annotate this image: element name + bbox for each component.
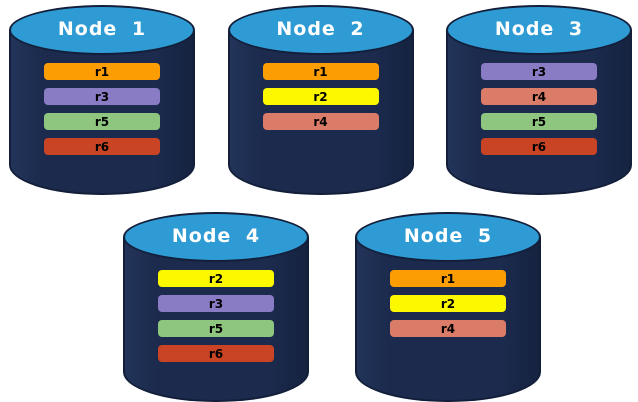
node-cylinder-1: Node 1 r1 r3 r5 r6 xyxy=(9,5,195,195)
replica-list: r1 r2 r4 xyxy=(355,270,541,337)
cylinder-body xyxy=(123,237,309,402)
replica-bar-r1: r1 xyxy=(262,63,379,80)
replica-bar-r1: r1 xyxy=(44,63,160,80)
node-cylinder-4: Node 4 r2 r3 r5 r6 xyxy=(123,212,309,402)
replica-bar-r4: r4 xyxy=(390,320,506,337)
node-row-bottom: Node 4 r2 r3 r5 r6 Node 5 r1 r2 r4 xyxy=(13,212,638,402)
replica-list: r3 r4 r5 r6 xyxy=(446,63,632,155)
replica-bar-r3: r3 xyxy=(481,63,597,80)
node-header: Node 1 xyxy=(9,5,195,55)
node-label: Node 1 xyxy=(57,18,147,40)
replica-list: r2 r3 r5 r6 xyxy=(123,270,309,362)
replica-bar-r3: r3 xyxy=(158,295,274,312)
replica-bar-r5: r5 xyxy=(44,113,160,130)
node-label: Node 2 xyxy=(276,18,365,40)
replica-bar-r4: r4 xyxy=(481,88,597,105)
replica-list: r1 r2 r4 xyxy=(228,63,414,130)
replica-bar-r6: r6 xyxy=(44,138,160,155)
replica-bar-r2: r2 xyxy=(158,270,274,287)
replica-bar-r6: r6 xyxy=(481,138,597,155)
replica-bar-r1: r1 xyxy=(390,270,506,287)
replica-bar-r6: r6 xyxy=(158,345,274,362)
node-cylinder-5: Node 5 r1 r2 r4 xyxy=(355,212,541,402)
node-label: Node 3 xyxy=(494,18,584,40)
node-label: Node 5 xyxy=(403,225,493,247)
cylinder-body xyxy=(227,30,414,195)
replica-bar-r2: r2 xyxy=(262,88,379,105)
cylinder-body xyxy=(446,30,632,195)
replica-bar-r5: r5 xyxy=(158,320,274,337)
node-header: Node 5 xyxy=(355,212,541,262)
replica-list: r1 r3 r5 r6 xyxy=(9,63,195,155)
replica-bar-r2: r2 xyxy=(390,295,506,312)
node-cylinder-2: Node 2 r1 r2 r4 xyxy=(227,5,414,195)
cylinder-body xyxy=(9,30,195,195)
cylinder-body xyxy=(355,237,541,402)
node-label: Node 4 xyxy=(171,225,261,247)
node-cylinder-3: Node 3 r3 r4 r5 r6 xyxy=(446,5,632,195)
node-header: Node 2 xyxy=(227,5,414,55)
replica-bar-r4: r4 xyxy=(262,113,379,130)
node-header: Node 3 xyxy=(446,5,632,55)
replica-bar-r5: r5 xyxy=(481,113,597,130)
replica-bar-r3: r3 xyxy=(44,88,160,105)
node-header: Node 4 xyxy=(123,212,309,262)
